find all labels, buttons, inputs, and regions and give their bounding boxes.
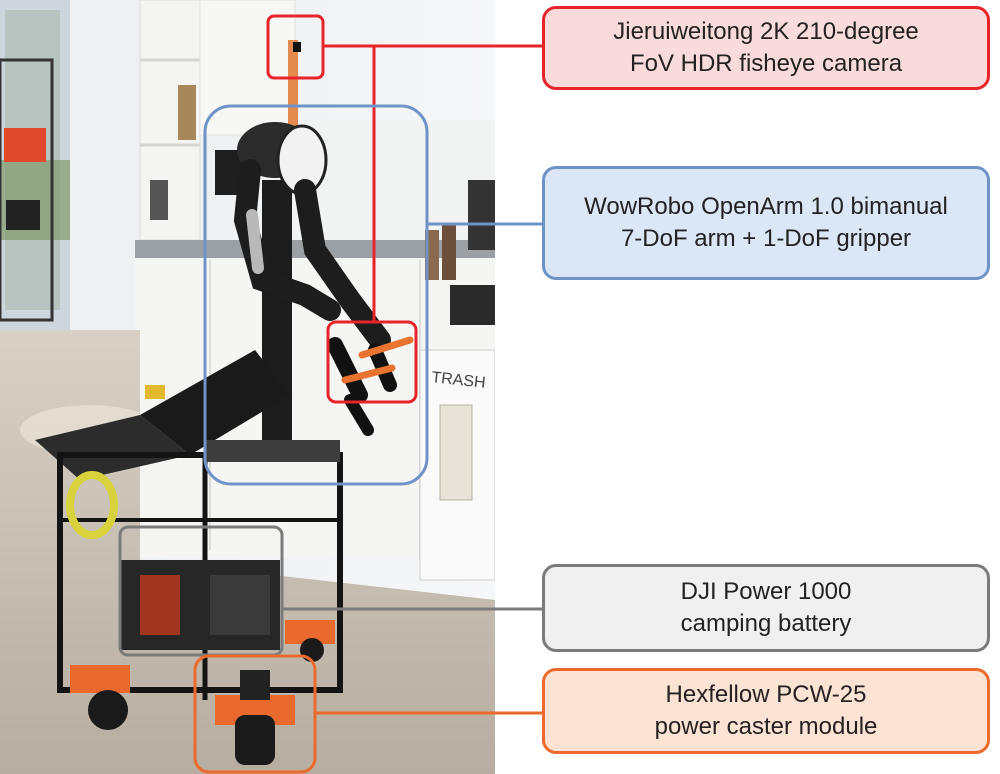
cart-top-plate bbox=[205, 440, 340, 462]
orange-equipment-box bbox=[4, 128, 46, 162]
camera-callout: Jieruiweitong 2K 210-degree FoV HDR fish… bbox=[542, 6, 990, 90]
robot-column bbox=[262, 180, 292, 460]
counter-cup-stack bbox=[425, 230, 439, 280]
wall-column bbox=[70, 0, 140, 340]
laptop-keyboard bbox=[35, 415, 190, 480]
wire-shelf bbox=[0, 58, 54, 322]
battery-cables bbox=[140, 575, 180, 635]
counter-appliance bbox=[450, 285, 495, 325]
battery-callout: DJI Power 1000 camping battery bbox=[542, 564, 990, 652]
wheel-rear bbox=[300, 638, 324, 662]
battery-callout-line2: camping battery bbox=[680, 610, 852, 637]
fisheye-camera bbox=[293, 42, 301, 52]
arm-callout-line1: WowRobo OpenArm 1.0 bimanual bbox=[584, 193, 948, 220]
caster-motor bbox=[240, 670, 270, 700]
yellow-cable-coil bbox=[66, 471, 118, 539]
camera-callout-line2: FoV HDR fisheye camera bbox=[629, 50, 903, 77]
wheel-left bbox=[88, 690, 128, 730]
robot-arm-left-plate bbox=[246, 209, 264, 274]
camera-callout-line1: Jieruiweitong 2K 210-degree bbox=[613, 18, 919, 45]
caster-callout-line2: power caster module bbox=[654, 713, 878, 740]
robot-photo: TRASH bbox=[0, 0, 495, 774]
upper-cabinet bbox=[199, 0, 296, 136]
robot-photo-illustration: TRASH bbox=[0, 0, 495, 774]
camera-mast bbox=[288, 40, 298, 140]
caster-callout: Hexfellow PCW-25 power caster module bbox=[542, 668, 990, 754]
arm-callout-line2: 7-DoF arm + 1-DoF gripper bbox=[620, 225, 912, 252]
trash-sign-text: TRASH bbox=[431, 369, 487, 392]
caster-plate-left bbox=[70, 665, 130, 693]
shelf-appliance bbox=[150, 180, 168, 220]
caster-callout-line1: Hexfellow PCW-25 bbox=[665, 681, 867, 708]
arm-callout: WowRobo OpenArm 1.0 bimanual 7-DoF arm +… bbox=[542, 166, 990, 280]
battery-side bbox=[210, 575, 270, 635]
black-equipment-box bbox=[6, 200, 40, 230]
emergency-stop bbox=[145, 385, 165, 399]
shelf-basket bbox=[178, 85, 196, 140]
coffee-machine bbox=[468, 180, 495, 250]
battery-callout-line1: DJI Power 1000 bbox=[680, 578, 852, 605]
counter-cup-stack bbox=[442, 225, 456, 280]
trash-poster bbox=[439, 404, 473, 501]
wheel-front bbox=[235, 715, 275, 765]
